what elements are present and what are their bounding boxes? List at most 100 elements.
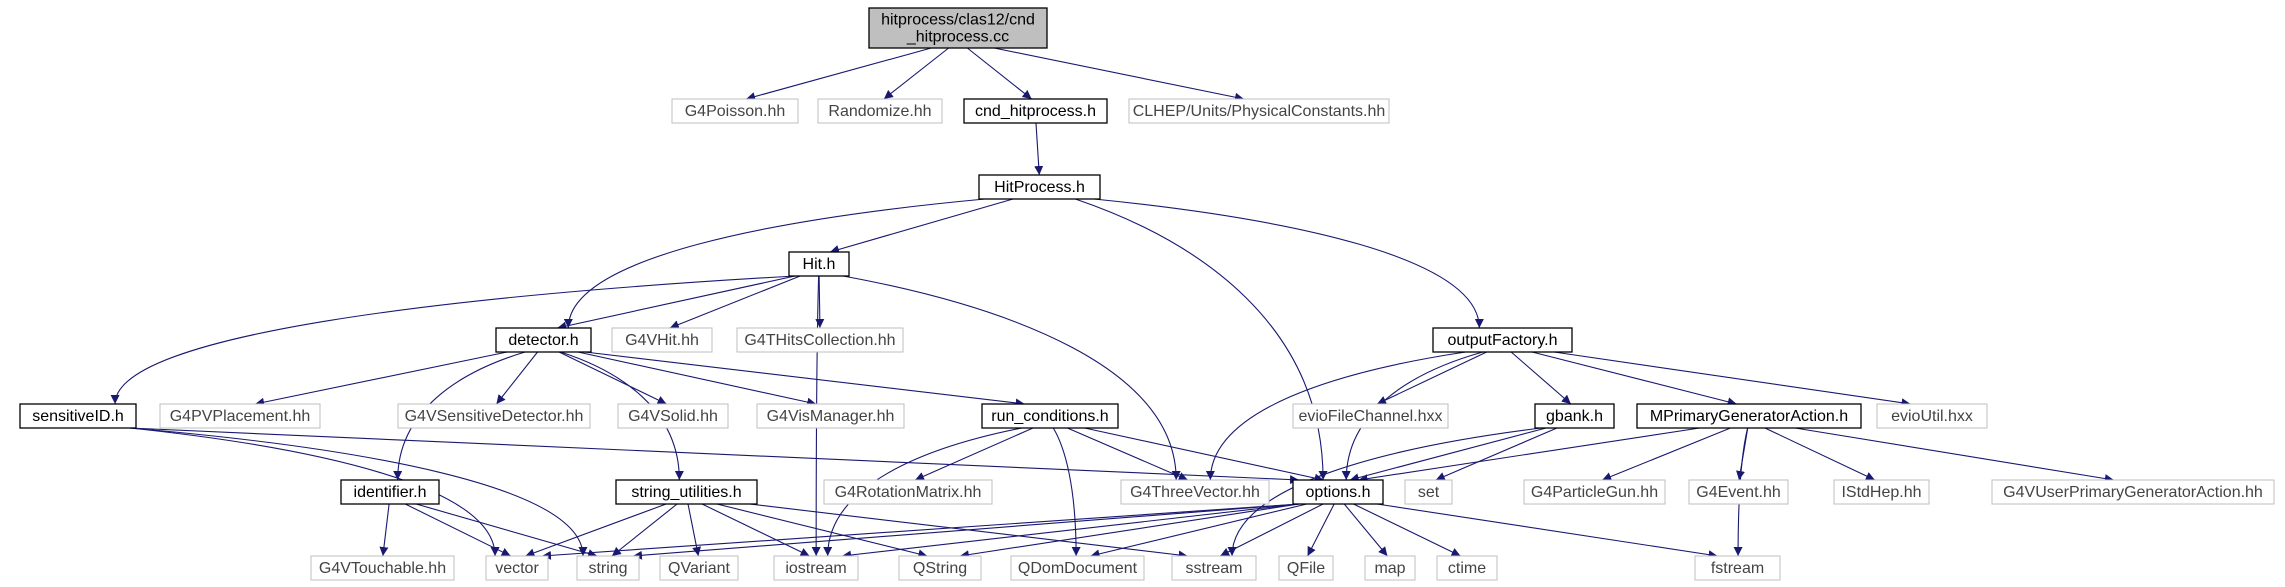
node-hitprocess-h[interactable]: HitProcess.h: [978, 174, 1101, 200]
node-vector: vector: [485, 555, 549, 581]
edge-options-h-to-iostream: [842, 503, 1300, 560]
node-string-utilities-h[interactable]: string_utilities.h: [615, 479, 758, 505]
edge-string-utilities-h-to-qvariant: [687, 503, 702, 557]
node-label: G4ParticleGun.hh: [1531, 484, 1658, 501]
node-identifier-h[interactable]: identifier.h: [340, 479, 440, 505]
node-run-conditions-h[interactable]: run_conditions.h: [981, 403, 1119, 429]
node-hit-h[interactable]: Hit.h: [788, 251, 850, 277]
node-qstring: QString: [898, 555, 982, 581]
node-detector-h[interactable]: detector.h: [495, 327, 592, 353]
node-string: string: [576, 555, 640, 581]
node-box: [1292, 403, 1449, 429]
edge-hit-h-to-g4vhit: [669, 275, 801, 329]
node-box: [1876, 403, 1988, 429]
edge-root-to-randomize: [883, 47, 949, 100]
edge-detector-h-to-string-utilities-h: [560, 351, 684, 481]
node-label: set: [1418, 484, 1440, 501]
node-box: [1694, 555, 1781, 581]
node-box: [1833, 479, 1930, 505]
edge-sensitiveid-h-to-vector: [129, 427, 500, 557]
node-box: [1688, 479, 1789, 505]
node-g4poisson: G4Poisson.hh: [671, 98, 799, 124]
node-cnd-hitprocess-h[interactable]: cnd_hitprocess.h: [963, 98, 1108, 124]
node-box: [868, 7, 1048, 49]
node-g4vsensitivedetector: G4VSensitiveDetector.hh: [397, 403, 591, 429]
edge-hit-h-to-sensitiveid-h: [110, 275, 796, 405]
node-gbank-h[interactable]: gbank.h: [1534, 403, 1615, 429]
node-box: [756, 403, 905, 429]
node-label: options.h: [1306, 484, 1371, 501]
node-box: [1436, 555, 1498, 581]
node-box: [617, 403, 729, 429]
edge-detector-h-to-g4vismanager: [577, 351, 817, 407]
node-root[interactable]: hitprocess/clas12/cnd_hitprocess.cc: [868, 7, 1048, 49]
node-label: sensitiveID.h: [32, 408, 124, 425]
edge-detector-h-to-g4vsensitivedetector: [496, 351, 538, 405]
node-box: [159, 403, 321, 429]
node-box: [898, 555, 982, 581]
edge-string-utilities-h-to-iostream: [701, 503, 810, 557]
node-box: [19, 403, 137, 429]
node-label: G4Event.hh: [1696, 484, 1781, 501]
edge-outputfactory-h-to-mprimarygeneratoraction-h: [1531, 351, 1737, 407]
node-label: evioUtil.hxx: [1891, 408, 1973, 425]
node-sstream: sstream: [1171, 555, 1257, 581]
node-mprimarygeneratoraction-h[interactable]: MPrimaryGeneratorAction.h: [1636, 403, 1862, 429]
edge-options-h-to-fstream: [1376, 503, 1718, 560]
edge-hit-h-to-iostream: [811, 275, 821, 557]
edges-layer: [110, 47, 2114, 560]
edge-outputfactory-h-to-g4threevector: [1205, 351, 1466, 481]
edge-outputfactory-h-to-eviofilechannel: [1376, 351, 1487, 405]
node-g4pvplacement: G4PVPlacement.hh: [159, 403, 321, 429]
node-label: G4THitsCollection.hh: [744, 332, 895, 349]
node-box: [981, 403, 1119, 429]
node-label: ctime: [1448, 560, 1486, 577]
edge-outputfactory-h-to-options-h: [1341, 351, 1483, 481]
node-label: CLHEP/Units/PhysicalConstants.hh: [1133, 103, 1386, 120]
node-map: map: [1364, 555, 1416, 581]
edge-cnd-hitprocess-h-to-hitprocess-h: [1034, 122, 1044, 176]
edge-hit-h-to-g4threevector: [842, 275, 1181, 481]
edge-hitprocess-h-to-detector-h: [563, 198, 986, 329]
edge-gbank-h-to-set: [1435, 427, 1558, 481]
edge-hit-h-to-g4thitscollection: [815, 275, 825, 329]
edge-hitprocess-h-to-outputfactory-h: [1093, 198, 1484, 329]
node-box: [340, 479, 440, 505]
edge-detector-h-to-identifier-h: [393, 351, 526, 481]
node-label: MPrimaryGeneratorAction.h: [1650, 408, 1848, 425]
edge-identifier-h-to-g4vtouchable: [379, 503, 390, 557]
node-qvariant: QVariant: [659, 555, 739, 581]
node-options-h[interactable]: options.h: [1292, 479, 1384, 505]
node-ctime: ctime: [1436, 555, 1498, 581]
edge-mprimarygeneratoraction-h-to-g4particlegun: [1602, 427, 1731, 481]
node-label: vector: [495, 560, 539, 577]
node-g4event: G4Event.hh: [1688, 479, 1789, 505]
edge-run-conditions-h-to-iostream: [823, 427, 1023, 557]
node-label: hitprocess/clas12/cnd: [881, 12, 1035, 29]
edge-string-utilities-h-to-qstring: [716, 503, 928, 559]
edge-root-to-g4poisson: [746, 47, 932, 101]
node-sensitiveid-h[interactable]: sensitiveID.h: [19, 403, 137, 429]
node-box: [615, 479, 758, 505]
node-g4vsolid: G4VSolid.hh: [617, 403, 729, 429]
node-box: [576, 555, 640, 581]
node-box: [788, 251, 850, 277]
node-label: Randomize.hh: [828, 103, 931, 120]
node-qdomdocument: QDomDocument: [1010, 555, 1145, 581]
node-box: [310, 555, 455, 581]
node-label: gbank.h: [1546, 408, 1603, 425]
edge-root-to-cnd-hitprocess-h: [966, 47, 1032, 100]
node-box: [1292, 479, 1384, 505]
node-g4thitscollection: G4THitsCollection.hh: [736, 327, 904, 353]
node-label: QDomDocument: [1018, 560, 1138, 577]
node-label: HitProcess.h: [994, 179, 1085, 196]
edge-mprimarygeneratoraction-h-to-istdhep: [1764, 427, 1876, 481]
edge-sensitiveid-h-to-options-h: [129, 427, 1300, 485]
node-label: G4VHit.hh: [625, 332, 699, 349]
edge-run-conditions-h-to-g4threevector: [1067, 427, 1188, 481]
node-box: [1991, 479, 2275, 505]
edge-outputfactory-h-to-gbank-h: [1510, 351, 1572, 405]
node-istdhep: IStdHep.hh: [1833, 479, 1930, 505]
node-outputfactory-h[interactable]: outputFactory.h: [1432, 327, 1573, 353]
